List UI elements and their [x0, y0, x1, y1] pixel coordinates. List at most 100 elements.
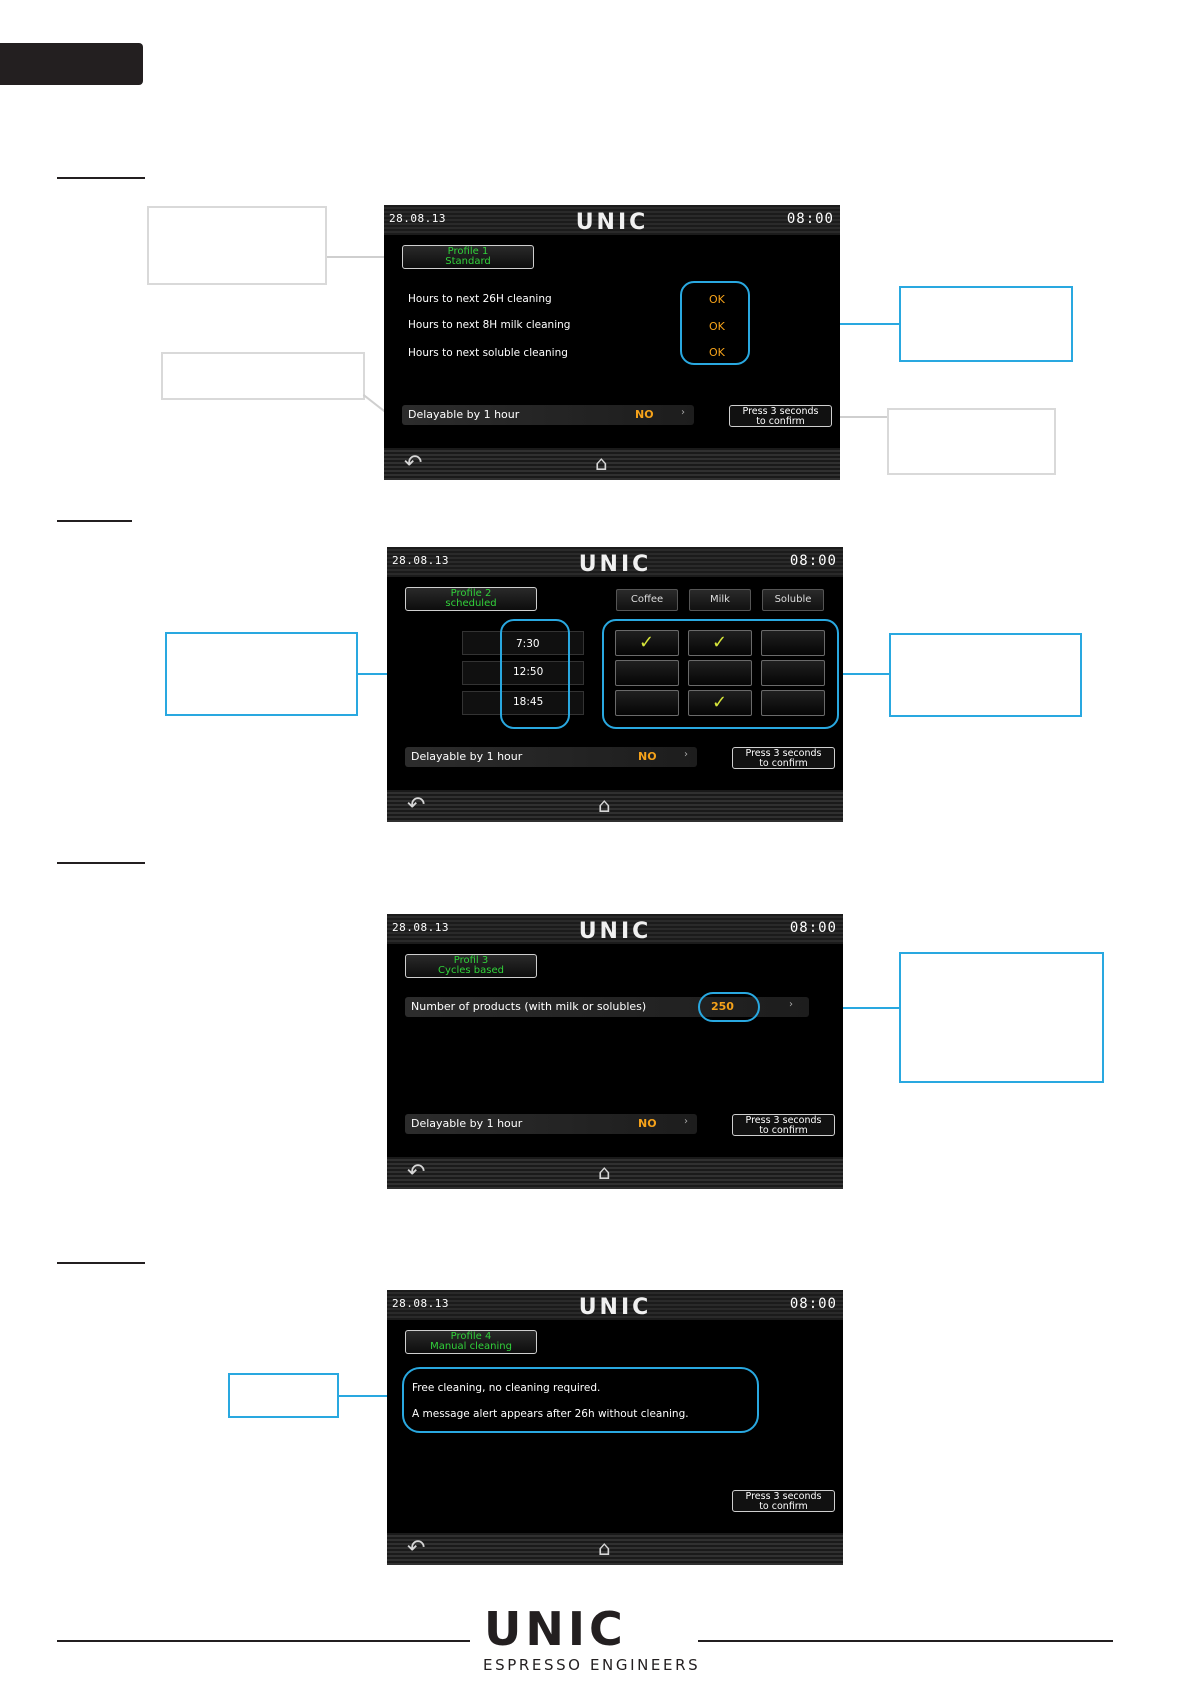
callout-box [228, 1373, 339, 1418]
screen-footer: ↶ ⌂ [384, 448, 840, 480]
check-icon: ✓ [712, 692, 728, 713]
touchscreen-profile-3: 28.08.13 UNIC 08:00 Profil 3 Cycles base… [387, 914, 843, 1189]
screen-footer: ↶ ⌂ [387, 1157, 843, 1189]
column-header-coffee: Coffee [616, 589, 678, 611]
time-slot[interactable] [462, 631, 584, 655]
info-highlight [402, 1367, 759, 1433]
time-slot[interactable] [462, 661, 584, 685]
time-slot[interactable] [462, 691, 584, 715]
home-icon[interactable]: ⌂ [598, 1160, 611, 1184]
profile-name: Profile 4 [450, 1331, 492, 1342]
confirm-line1: Press 3 seconds [745, 1115, 822, 1126]
soluble-slot-1-checkbox[interactable] [761, 630, 825, 656]
callout-box [165, 632, 358, 716]
chevron-right-icon: › [789, 999, 793, 1010]
screen-header: 28.08.13 UNIC 08:00 [387, 547, 843, 577]
brand-logo: UNIC [484, 1602, 627, 1656]
milk-slot-2-checkbox[interactable] [688, 660, 752, 686]
time-value: 12:50 [513, 666, 544, 678]
milk-slot-1-checkbox[interactable]: ✓ [688, 630, 752, 656]
profile-name: Profile 1 [447, 246, 489, 257]
home-icon[interactable]: ⌂ [598, 793, 611, 817]
delay-label: Delayable by 1 hour [411, 750, 523, 763]
value-highlight [698, 992, 760, 1022]
grid-highlight [602, 619, 839, 729]
callout-box [887, 408, 1056, 475]
confirm-button[interactable]: Press 3 seconds to confirm [732, 1490, 835, 1512]
touchscreen-profile-1: 28.08.13 UNIC 08:00 Profile 1 Standard H… [384, 205, 840, 480]
confirm-button[interactable]: Press 3 seconds to confirm [729, 405, 832, 427]
milk-slot-3-checkbox[interactable]: ✓ [688, 690, 752, 716]
chevron-right-icon: › [684, 1116, 688, 1127]
home-icon[interactable]: ⌂ [598, 1536, 611, 1560]
times-highlight [500, 619, 570, 729]
profile-name: Profile 2 [450, 588, 492, 599]
profile-button[interactable]: Profil 3 Cycles based [405, 954, 537, 978]
delay-label: Delayable by 1 hour [411, 1117, 523, 1130]
coffee-slot-1-checkbox[interactable]: ✓ [615, 630, 679, 656]
callout-line [339, 1395, 402, 1397]
coffee-slot-2-checkbox[interactable] [615, 660, 679, 686]
cleaning-row-status: OK [709, 293, 725, 306]
delay-value: NO [638, 750, 657, 763]
callout-box [161, 352, 365, 400]
confirm-line2: to confirm [759, 1500, 808, 1512]
cleaning-row-label: Hours to next soluble cleaning [408, 347, 568, 359]
back-arrow-icon[interactable]: ↶ [407, 793, 426, 818]
screen-time: 08:00 [789, 1296, 837, 1312]
profile-button[interactable]: Profile 4 Manual cleaning [405, 1330, 537, 1354]
callout-line [327, 256, 402, 258]
coffee-slot-3-checkbox[interactable] [615, 690, 679, 716]
screen-date: 28.08.13 [392, 554, 449, 567]
touchscreen-profile-2: 28.08.13 UNIC 08:00 Profile 2 scheduled … [387, 547, 843, 822]
cleaning-row-status: OK [709, 320, 725, 333]
soluble-slot-3-checkbox[interactable] [761, 690, 825, 716]
delay-label: Delayable by 1 hour [408, 408, 520, 421]
soluble-slot-2-checkbox[interactable] [761, 660, 825, 686]
cleaning-row-label: Hours to next 26H cleaning [408, 293, 552, 305]
profile-type: scheduled [445, 598, 497, 609]
confirm-line1: Press 3 seconds [745, 748, 822, 759]
confirm-line2: to confirm [759, 757, 808, 769]
callout-line [830, 416, 887, 418]
callout-line [840, 673, 889, 675]
screen-time: 08:00 [789, 553, 837, 569]
delay-setting[interactable]: Delayable by 1 hour NO › [402, 405, 694, 425]
section-rule [57, 1262, 145, 1264]
screen-logo: UNIC [578, 1295, 652, 1320]
back-arrow-icon[interactable]: ↶ [404, 451, 423, 476]
chevron-right-icon: › [684, 749, 688, 760]
screen-header: 28.08.13 UNIC 08:00 [387, 1290, 843, 1320]
confirm-line1: Press 3 seconds [745, 1491, 822, 1502]
confirm-button[interactable]: Press 3 seconds to confirm [732, 747, 835, 769]
profile-type: Standard [445, 256, 491, 267]
confirm-button[interactable]: Press 3 seconds to confirm [732, 1114, 835, 1136]
profile-type: Manual cleaning [430, 1341, 512, 1352]
check-icon: ✓ [639, 632, 655, 653]
profile-button[interactable]: Profile 1 Standard [402, 245, 534, 269]
section-rule [57, 520, 132, 522]
delay-setting[interactable]: Delayable by 1 hour NO › [405, 747, 697, 767]
delay-setting[interactable]: Delayable by 1 hour NO › [405, 1114, 697, 1134]
back-arrow-icon[interactable]: ↶ [407, 1536, 426, 1561]
column-header-milk: Milk [689, 589, 751, 611]
cleaning-row-status: OK [709, 346, 725, 359]
screen-logo: UNIC [578, 552, 652, 577]
info-line: Free cleaning, no cleaning required. [412, 1382, 601, 1394]
screen-time: 08:00 [789, 920, 837, 936]
products-label: Number of products (with milk or soluble… [411, 1000, 647, 1013]
screen-time: 08:00 [786, 211, 834, 227]
confirm-line2: to confirm [756, 415, 805, 427]
delay-value: NO [638, 1117, 657, 1130]
screen-logo: UNIC [575, 210, 649, 235]
back-arrow-icon[interactable]: ↶ [407, 1160, 426, 1185]
confirm-line2: to confirm [759, 1124, 808, 1136]
cleaning-row-label: Hours to next 8H milk cleaning [408, 319, 571, 331]
section-rule [57, 177, 145, 179]
profile-button[interactable]: Profile 2 scheduled [405, 587, 537, 611]
home-icon[interactable]: ⌂ [595, 451, 608, 475]
callout-box [899, 952, 1104, 1083]
products-value: 250 [711, 1000, 734, 1013]
profile-name: Profil 3 [453, 955, 489, 966]
status-highlight [680, 281, 750, 365]
